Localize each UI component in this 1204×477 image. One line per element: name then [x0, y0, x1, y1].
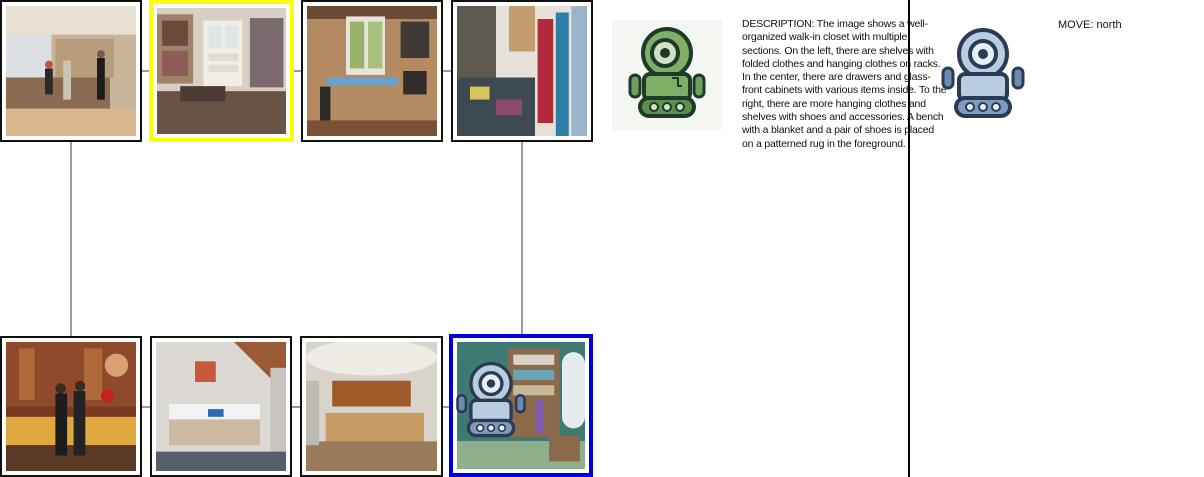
bedroom-image	[156, 342, 286, 471]
map-edge	[521, 140, 523, 338]
map-node-lobby-reception[interactable]	[0, 0, 142, 142]
agent-card	[612, 20, 722, 130]
map-node-closet-with-agent[interactable]	[449, 334, 593, 477]
home-office-image	[307, 6, 437, 136]
lobby-reception-image	[6, 6, 136, 136]
scene-description: DESCRIPTION: The image shows a well-orga…	[742, 18, 947, 150]
map-edge	[291, 406, 301, 408]
map-edge	[141, 70, 150, 72]
room-map	[0, 0, 600, 477]
hotel-front-desk-image	[6, 342, 136, 471]
reception-counter-room-image	[306, 342, 437, 471]
panel-divider	[908, 0, 910, 477]
map-edge	[70, 140, 72, 338]
map-edge	[141, 406, 150, 408]
map-node-reception-counter-room[interactable]	[300, 336, 443, 477]
blue-robot-icon	[456, 361, 526, 438]
map-node-cluttered-closet[interactable]	[451, 0, 593, 142]
cluttered-closet-image	[457, 6, 587, 136]
right-agent-figure	[940, 28, 1026, 124]
blue-robot-icon	[941, 28, 1025, 118]
map-node-bedroom[interactable]	[150, 336, 292, 477]
map-edge	[442, 406, 450, 408]
map-node-walk-in-closet[interactable]	[149, 0, 294, 142]
map-edge	[293, 70, 302, 72]
move-label: MOVE: north	[1058, 19, 1122, 31]
map-node-hotel-front-desk[interactable]	[0, 336, 142, 477]
map-edge	[442, 70, 451, 72]
map-node-home-office[interactable]	[301, 0, 443, 142]
walk-in-closet-image	[157, 8, 286, 134]
green-robot-icon	[628, 27, 706, 118]
